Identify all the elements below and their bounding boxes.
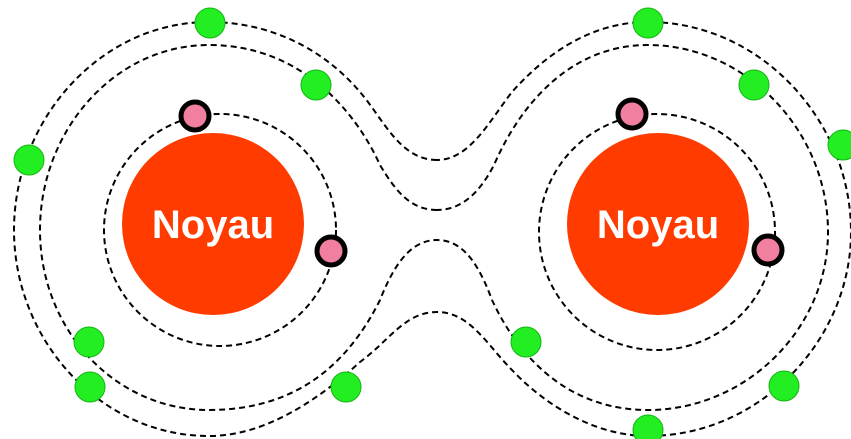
outer-electron bbox=[827, 129, 851, 161]
left-nucleus: Noyau bbox=[122, 133, 304, 315]
outer-electron bbox=[510, 326, 542, 358]
outer-electron bbox=[13, 144, 45, 176]
outer-electron bbox=[74, 371, 106, 403]
middle-shared-orbit bbox=[38, 43, 830, 412]
left-nucleus-label: Noyau bbox=[152, 203, 274, 247]
right-nucleus: Noyau bbox=[567, 133, 749, 315]
right-inner-orbit bbox=[538, 113, 776, 351]
inner-electron bbox=[178, 99, 212, 133]
outer-electron bbox=[632, 7, 664, 39]
outer-electron bbox=[632, 414, 664, 439]
outer-electron bbox=[194, 7, 226, 39]
left-inner-orbit bbox=[103, 113, 337, 347]
outer-electron bbox=[300, 69, 332, 101]
outer-shared-orbit bbox=[12, 20, 851, 438]
right-nucleus-label: Noyau bbox=[597, 203, 719, 247]
outer-electron bbox=[73, 326, 105, 358]
inner-electron bbox=[615, 97, 649, 131]
inner-electron bbox=[314, 234, 348, 268]
outer-electron bbox=[768, 370, 800, 402]
outer-electron bbox=[738, 69, 770, 101]
inner-electron bbox=[751, 233, 785, 267]
outer-electron bbox=[330, 371, 362, 403]
